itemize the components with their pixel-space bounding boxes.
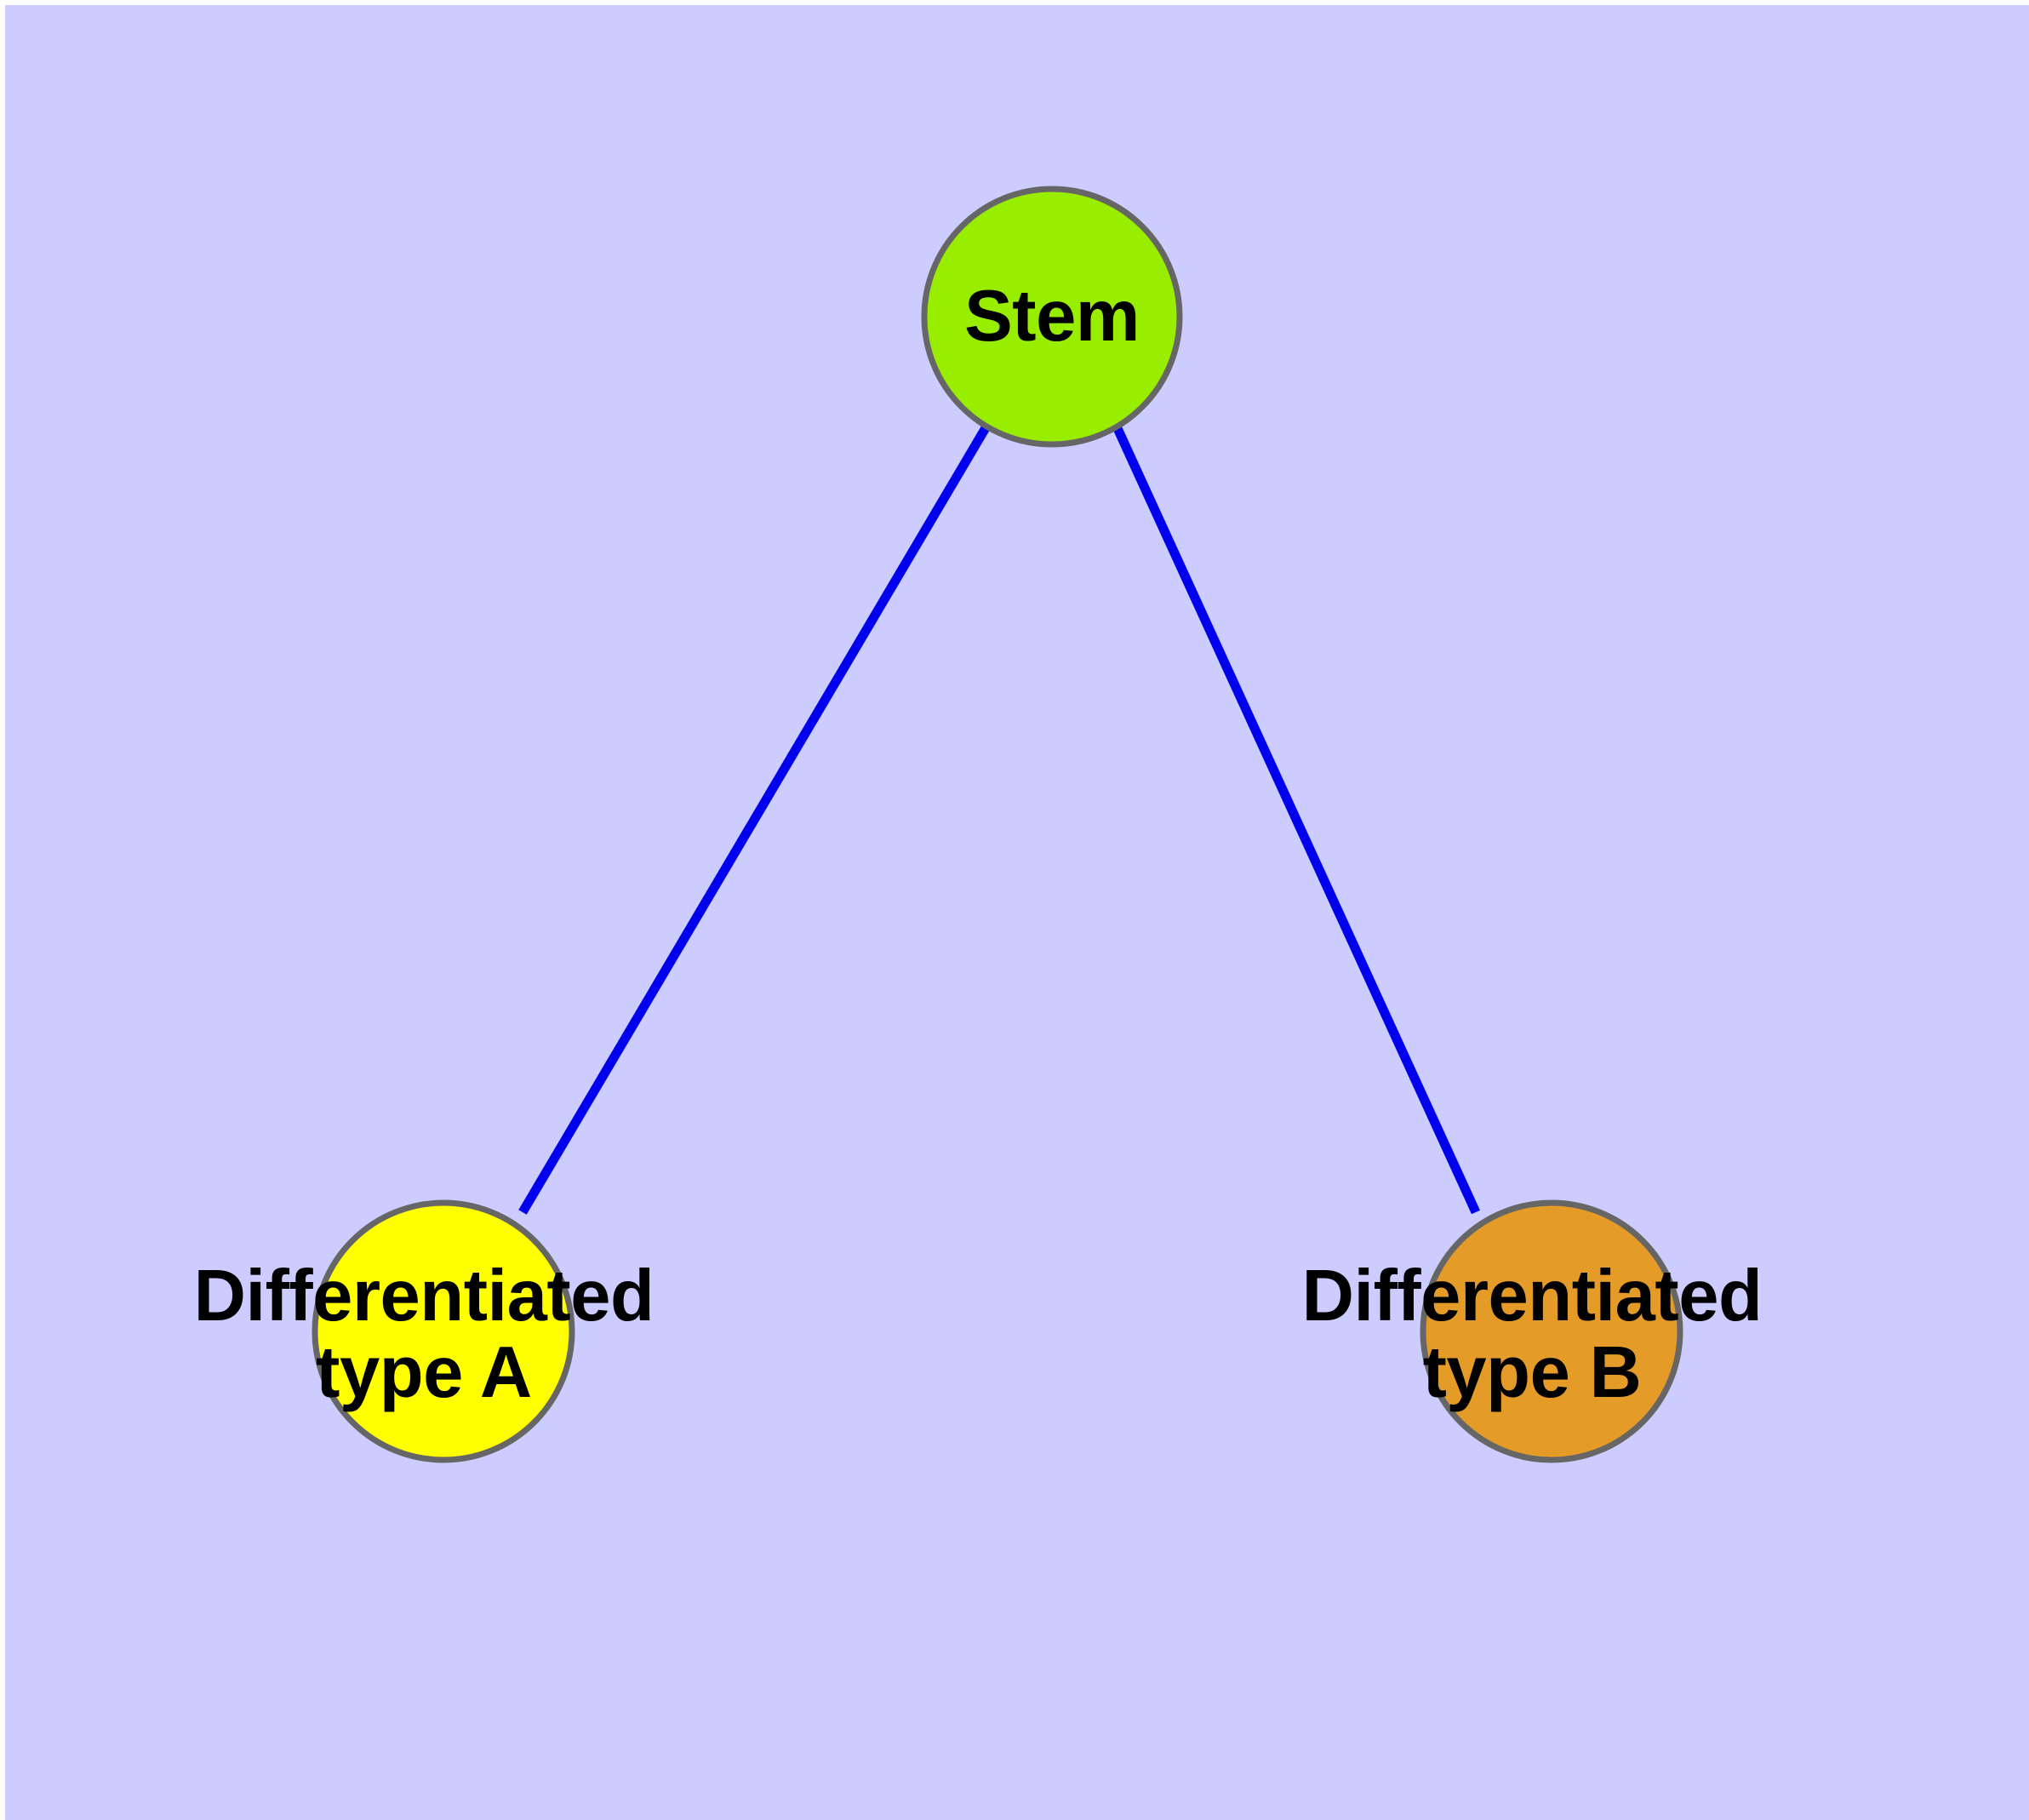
node-stem[interactable] xyxy=(921,186,1183,448)
edges-layer xyxy=(518,424,1481,1215)
nodes-layer xyxy=(311,186,1683,1463)
node-diff_b[interactable] xyxy=(1420,1199,1683,1463)
node-diff_a[interactable] xyxy=(311,1199,575,1463)
edge-stem-to-diff_b[interactable] xyxy=(1112,424,1481,1215)
edge-stem-to-diff_a[interactable] xyxy=(518,424,991,1215)
